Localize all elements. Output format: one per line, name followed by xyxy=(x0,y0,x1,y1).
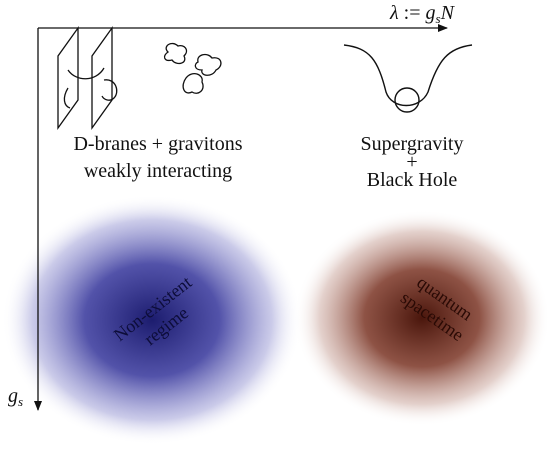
right-label-line1: Supergravity xyxy=(361,133,464,155)
right-label-plus: + xyxy=(406,151,417,173)
d-branes-icon xyxy=(57,25,118,131)
y-g-symbol: g xyxy=(8,385,18,407)
x-g-symbol: g xyxy=(426,2,436,24)
x-axis-label: λ := gsN xyxy=(389,2,456,26)
black-hole-well-icon xyxy=(343,44,473,113)
y-subscript: s xyxy=(18,394,23,409)
left-label-line1: D-branes + gravitons xyxy=(73,133,242,155)
graviton-loops-icon xyxy=(163,42,222,94)
quantum-spacetime-region xyxy=(294,210,549,426)
non-existent-regime-region xyxy=(2,195,302,445)
x-N-symbol: N xyxy=(440,2,456,24)
left-label-line2: weakly interacting xyxy=(84,160,232,182)
definition-symbol: := xyxy=(399,2,426,24)
right-label-line2: Black Hole xyxy=(367,169,458,191)
lambda-symbol: λ xyxy=(389,2,399,24)
y-axis-label: gs xyxy=(8,385,23,409)
x-subscript: s xyxy=(436,11,441,26)
